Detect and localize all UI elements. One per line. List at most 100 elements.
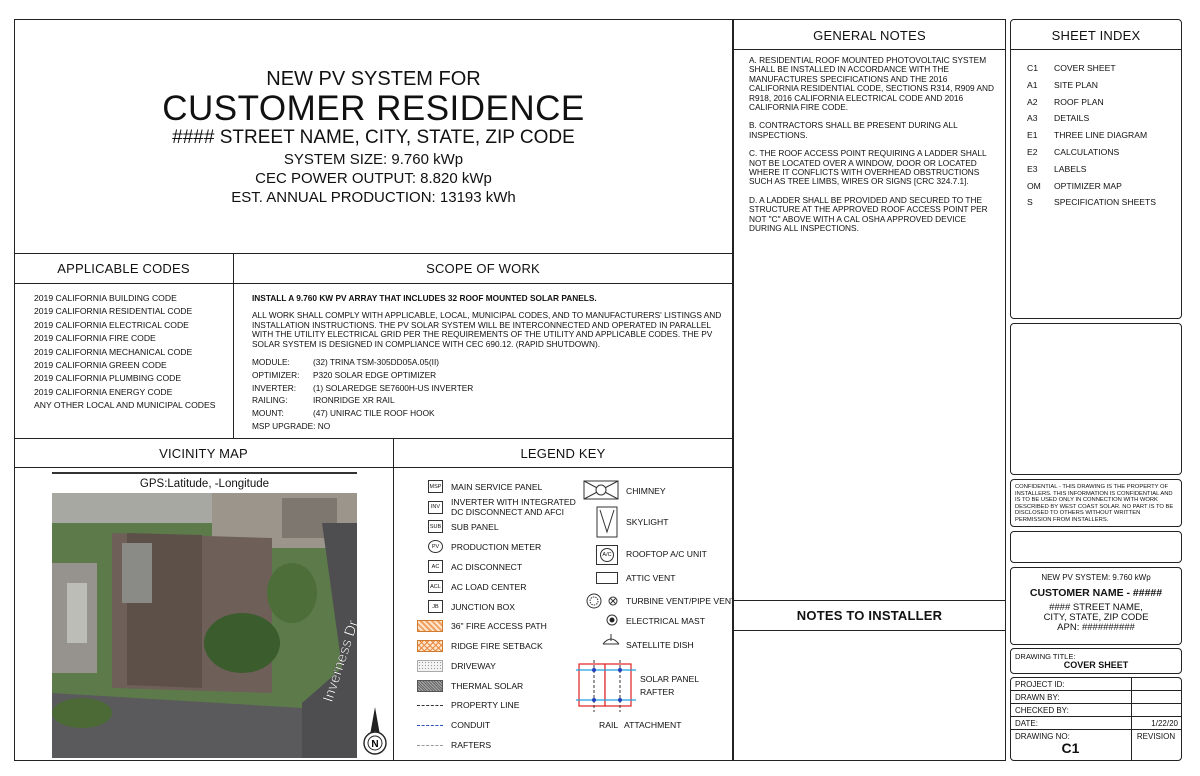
vicinity-map-gps: GPS:Latitude, -Longitude — [52, 472, 357, 490]
drawing-title: COVER SHEET — [1063, 660, 1129, 670]
project-apn: APN: ########## — [1057, 622, 1135, 633]
list-item: 2019 CALIFORNIA BUILDING CODE — [34, 293, 177, 303]
project-address-1: #### STREET NAME, — [1049, 602, 1143, 613]
list-item: 2019 CALIFORNIA RESIDENTIAL CODE — [34, 306, 193, 317]
spec-label: MOUNT: — [252, 408, 284, 419]
spec-value: (47) UNIRAC TILE ROOF HOOK — [313, 408, 435, 419]
checked-by-label: CHECKED BY: — [1015, 706, 1069, 715]
divider — [393, 438, 394, 761]
driveway-icon — [417, 660, 443, 672]
scope-of-work-title: SCOPE OF WORK — [426, 261, 540, 276]
thermal-solar-icon — [417, 680, 443, 692]
msp-upgrade: MSP UPGRADE: NO — [252, 421, 331, 432]
legend-item-ridge-setback: RIDGE FIRE SETBACK — [417, 640, 543, 652]
general-notes-panel — [733, 19, 1006, 761]
divider — [1010, 729, 1182, 730]
divider — [1131, 677, 1132, 761]
legend-item-rooftop-ac: ROOFTOP A/C UNIT — [626, 549, 707, 559]
compass-label: N — [371, 739, 378, 750]
chimney-icon — [583, 480, 619, 500]
project-id-label: PROJECT ID: — [1015, 680, 1065, 689]
drawing-info-table — [1010, 677, 1182, 761]
drawing-no-label: DRAWING NO: — [1015, 732, 1070, 741]
project-system-size: NEW PV SYSTEM: 9.760 kWp — [1041, 573, 1151, 582]
spec-value: (1) SOLAREDGE SE7600H-US INVERTER — [313, 382, 474, 393]
project-info-box: NEW PV SYSTEM: 9.760 kWp CUSTOMER NAME -… — [1010, 567, 1182, 645]
scope-of-work-body: INSTALL A 9.760 KW PV ARRAY THAT INCLUDE… — [252, 293, 722, 433]
attic-vent-icon — [596, 572, 618, 584]
legend-item-conduit: CONDUIT — [417, 720, 490, 730]
general-note: B. CONTRACTORS SHALL BE PRESENT DURING A… — [749, 120, 958, 140]
spec-label: OPTIMIZER: — [252, 369, 300, 380]
legend-item-skylight: SKYLIGHT — [626, 517, 669, 527]
conduit-icon — [417, 724, 443, 726]
header-annual-production: EST. ANNUAL PRODUCTION: 13193 kWh — [231, 189, 516, 206]
divider — [14, 467, 733, 468]
junction-box-icon: JB — [428, 600, 443, 613]
vicinity-map-image: Inverness Dr — [52, 493, 357, 758]
spec-value: (32) TRINA TSM-305DD05A.05(II) — [313, 357, 440, 368]
general-notes-title: GENERAL NOTES — [813, 28, 926, 43]
rooftop-ac-icon: A/C — [596, 545, 618, 565]
vicinity-map-title: VICINITY MAP — [159, 446, 248, 461]
panel-label-rafter: RAFTER — [640, 687, 675, 697]
divider — [1010, 49, 1182, 50]
drawing-number: C1 — [1061, 740, 1080, 756]
general-notes-list: A. RESIDENTIAL ROOF MOUNTED PHOTOVOLTAIC… — [749, 55, 994, 234]
header-system-size: SYSTEM SIZE: 9.760 kWp — [283, 151, 464, 168]
divider — [733, 600, 1006, 601]
stamp-area — [1010, 531, 1182, 563]
list-item: 2019 CALIFORNIA ELECTRICAL CODE — [34, 319, 189, 330]
legend-item-thermal-solar: THERMAL SOLAR — [417, 680, 523, 692]
confidential-notice: CONFIDENTIAL - THIS DRAWING IS THE PROPE… — [1010, 479, 1182, 527]
legend-item-rafters: RAFTERS — [417, 740, 491, 750]
divider — [1010, 690, 1182, 691]
production-meter-icon: PV — [428, 540, 443, 553]
applicable-codes-title: APPLICABLE CODES — [57, 261, 190, 276]
date-value: 1/22/20 — [1151, 719, 1178, 728]
date-label: DATE: — [1015, 719, 1038, 728]
general-note: A. RESIDENTIAL ROOF MOUNTED PHOTOVOLTAIC… — [749, 55, 994, 113]
revision-label: REVISION — [1136, 732, 1176, 741]
legend-item-property-line: PROPERTY LINE — [417, 700, 519, 710]
legend-item-attic-vent: ATTIC VENT — [626, 573, 676, 583]
compass-north-icon: N — [363, 707, 387, 755]
ac-disconnect-icon: AC — [428, 560, 443, 573]
solar-panel-detail-icon — [576, 660, 636, 712]
legend-item-chimney: CHIMNEY — [626, 486, 666, 496]
legend-item-turbine-vent: TURBINE VENT/PIPE VENT — [626, 596, 737, 606]
list-item: ANY OTHER LOCAL AND MUNICIPAL CODES — [34, 400, 216, 411]
turbine-vent-icon — [586, 593, 618, 609]
divider — [1010, 703, 1182, 704]
spec-value: IRONRIDGE XR RAIL — [313, 395, 395, 406]
general-note: C. THE ROOF ACCESS POINT REQUIRING A LAD… — [749, 148, 987, 187]
legend-item-satellite-dish: SATELLITE DISH — [626, 640, 694, 650]
skylight-icon — [596, 506, 618, 538]
list-item: 2019 CALIFORNIA MECHANICAL CODE — [34, 346, 193, 357]
divider — [14, 283, 733, 284]
ridge-fire-setback-icon — [417, 640, 443, 652]
spec-label: INVERTER: — [252, 382, 297, 393]
drawn-by-label: DRAWN BY: — [1015, 693, 1060, 702]
fire-access-path-icon — [417, 620, 443, 632]
satellite-dish-icon — [602, 634, 620, 645]
scope-paragraph: ALL WORK SHALL COMPLY WITH APPLICABLE, L… — [252, 310, 722, 349]
header-cec-output: CEC POWER OUTPUT: 8.820 kWp — [255, 170, 492, 187]
scope-headline: INSTALL A 9.760 KW PV ARRAY THAT INCLUDE… — [252, 293, 597, 303]
drawing-title-label: DRAWING TITLE: — [1015, 652, 1076, 661]
list-item: 2019 CALIFORNIA FIRE CODE — [34, 333, 156, 344]
spec-value: P320 SOLAR EDGE OPTIMIZER — [313, 369, 437, 380]
list-item: 2019 CALIFORNIA ENERGY CODE — [34, 386, 173, 397]
legend-item-fire-access: 36" FIRE ACCESS PATH — [417, 620, 547, 632]
